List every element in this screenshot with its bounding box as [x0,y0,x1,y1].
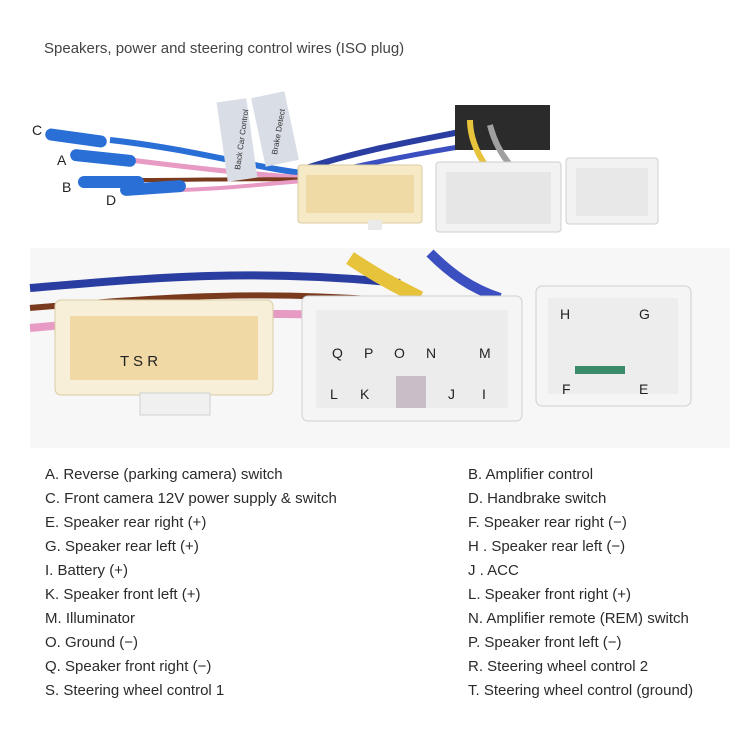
harness-overview-photo: Back Car Control Brake Detect [0,80,750,240]
legend-item-n: N. Amplifier remote (REM) switch [468,610,689,627]
legend-item-t: T. Steering wheel control (ground) [468,682,694,699]
legend-item-a: A. Reverse (parking camera) switch [45,466,283,483]
legend-item-f: F. Speaker rear right (−) [468,514,627,531]
legend-item-g: G. Speaker rear left (+) [45,538,199,555]
pin-label-l: L [330,386,338,402]
legend-item-b: B. Amplifier control [468,466,594,483]
pin-label-e: E [639,381,649,397]
legend-item-s: S. Steering wheel control 1 [45,682,225,699]
wire-label-b: B [62,179,72,195]
pin-label-tsr: T S R [120,353,159,370]
pin-label-o: O [394,345,405,361]
pin-label-f: F [562,381,571,397]
legend-item-l: L. Speaker front right (+) [468,586,631,603]
pin-label-p: P [364,345,374,361]
wire-label-d: D [106,192,117,208]
legend-item-i: I. Battery (+) [45,562,128,579]
pin-label-h: H [560,306,571,322]
pin-label-g: G [639,306,650,322]
pin-label-q: Q [332,345,343,361]
legend-item-o: O. Ground (−) [45,634,138,651]
legend-item-m: M. Illuminator [45,610,136,627]
legend-item-p: P. Speaker front left (−) [468,634,622,651]
pin-label-m: M [479,345,491,361]
page-title: Speakers, power and steering control wir… [44,40,405,57]
pin-label-j: J [448,386,455,402]
wire-label-c: C [32,122,43,138]
legend-item-j: J . ACC [468,562,519,579]
legend-item-k: K. Speaker front left (+) [45,586,201,603]
legend-item-r: R. Steering wheel control 2 [468,658,649,675]
pin-label-n: N [426,345,437,361]
legend-item-d: D. Handbrake switch [468,490,607,507]
legend-item-c: C. Front camera 12V power supply & switc… [45,490,337,507]
legend-item-e: E. Speaker rear right (+) [45,514,207,531]
legend-item-q: Q. Speaker front right (−) [45,658,212,675]
pin-label-k: K [360,386,370,402]
plug-closeup-photo [0,248,750,448]
legend-item-h: H . Speaker rear left (−) [468,538,626,555]
pin-label-i: I [482,386,486,402]
wire-label-a: A [57,152,67,168]
